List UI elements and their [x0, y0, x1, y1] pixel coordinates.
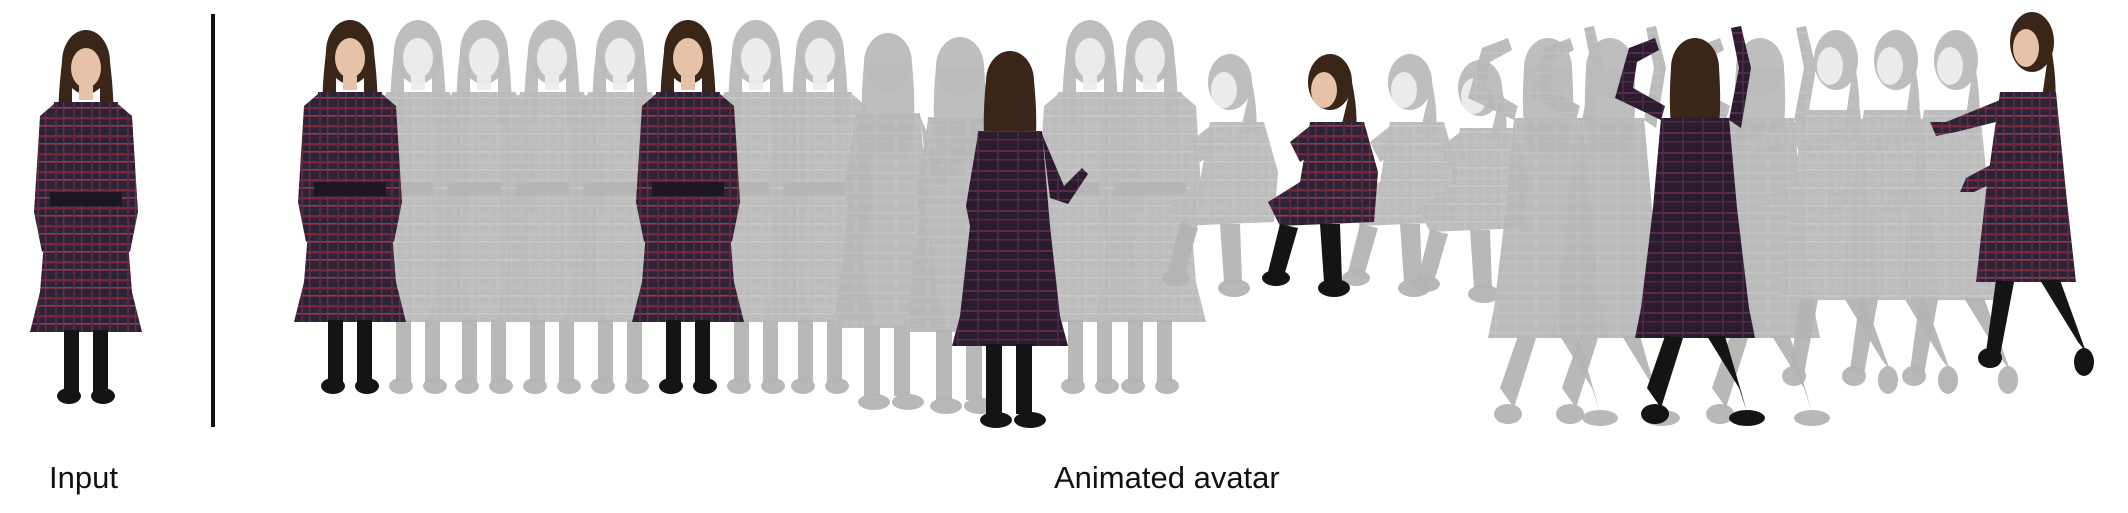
input-caption: Input [49, 460, 118, 495]
input-avatar-image [30, 30, 142, 404]
ghost-frames [362, 20, 2018, 426]
animated-avatar-caption: Animated avatar [1054, 460, 1280, 495]
